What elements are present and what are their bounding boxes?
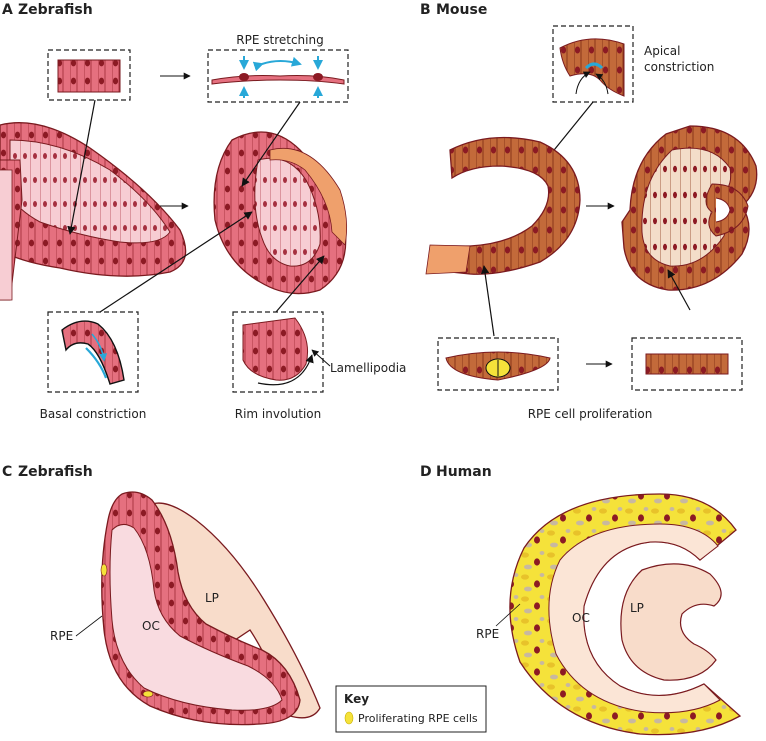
rim-involution-label: Rim involution	[235, 407, 321, 421]
human-rpe-pointer	[495, 603, 521, 627]
apical-constriction-tissue	[559, 38, 625, 97]
apical-arrow-icon	[575, 71, 591, 95]
arrow-box-to-rpe	[67, 99, 96, 235]
stretched-nucleus	[313, 73, 323, 81]
stretch-arrow-icon	[252, 56, 302, 72]
apical-arrow-icon	[595, 73, 609, 95]
zebrafish-oc-label: OC	[142, 619, 160, 633]
arrow-basal-to-cup	[99, 211, 253, 313]
human-oc	[548, 523, 721, 714]
panel-b: B Mouse Apical constriction	[420, 2, 758, 421]
zebrafish-lp-label: LP	[205, 591, 219, 605]
lamellipodia-pointer	[311, 349, 331, 367]
rpe-early-cells	[57, 59, 121, 93]
basal-constriction-label: Basal constriction	[40, 407, 147, 421]
key-frame	[335, 685, 487, 733]
arrow-prolif-to-vesicle	[480, 265, 495, 337]
panel-a: A Zebrafish RPE stretching	[0, 2, 406, 421]
human-oc-label: OC	[572, 611, 590, 625]
key-title: Key	[344, 692, 369, 706]
panel-a-title: Zebrafish	[18, 2, 93, 18]
human-rpe-label: RPE	[476, 627, 499, 641]
basal-constriction-box	[47, 311, 139, 393]
human-lp-label: LP	[630, 601, 644, 615]
mouse-optic-cup	[621, 125, 758, 291]
panel-c-title: Zebrafish	[18, 464, 93, 480]
human-lp	[620, 563, 722, 681]
rpe-pointer	[75, 615, 103, 637]
panel-d: D Human RPE OC LP	[420, 464, 742, 736]
arrow-rim-to-cup	[275, 255, 325, 313]
basal-constriction-tissue	[61, 320, 125, 385]
panel-c: C Zebrafish RPE OC LP	[2, 464, 321, 726]
panel-b-letter: B	[420, 2, 431, 18]
panel-c-letter: C	[2, 464, 12, 480]
apical-constriction-highlight	[584, 62, 604, 70]
arrow-stretch-to-cup	[241, 101, 301, 187]
mouse-optic-vesicle	[425, 136, 581, 275]
stretched-rpe-layer	[211, 75, 345, 85]
rpe-proliferation-label: RPE cell proliferation	[528, 407, 653, 421]
key-entry: Proliferating RPE cells	[358, 712, 478, 725]
rim-involution-box	[232, 311, 324, 393]
stretched-nucleus	[239, 73, 249, 81]
proliferating-cell	[142, 690, 154, 698]
rpe-early-box	[47, 49, 131, 101]
rpe-stretching-label: RPE stretching	[236, 33, 323, 47]
zebrafish-optic-vesicle	[0, 122, 187, 301]
proliferated-cells	[645, 353, 729, 375]
zebrafish-optic-cup	[213, 131, 348, 295]
proliferation-box-1	[437, 337, 559, 391]
panel-a-letter: A	[2, 2, 13, 18]
lamellipodia-label: Lamellipodia	[330, 361, 406, 375]
panel-d-letter: D	[420, 464, 432, 480]
rim-involution-arrow-icon	[257, 354, 314, 386]
arrow-prolif-to-cup	[667, 269, 691, 311]
rim-involution-tissue	[242, 317, 309, 381]
proliferating-cell-icon	[344, 711, 354, 725]
proliferation-box-2	[631, 337, 743, 391]
basal-constriction-arrow-icon	[85, 347, 108, 379]
zebrafish-rpe-label: RPE	[50, 629, 73, 643]
basal-constriction-arrow-icon	[91, 333, 108, 362]
apical-label-line1: Apical	[644, 44, 680, 58]
panel-d-title: Human	[436, 464, 492, 480]
proliferating-cell	[100, 563, 108, 577]
panel-b-title: Mouse	[436, 2, 487, 18]
zebrafish-oc	[109, 524, 283, 711]
key-box: Key Proliferating RPE cells	[335, 685, 487, 733]
apical-label-line2: constriction	[644, 60, 714, 74]
